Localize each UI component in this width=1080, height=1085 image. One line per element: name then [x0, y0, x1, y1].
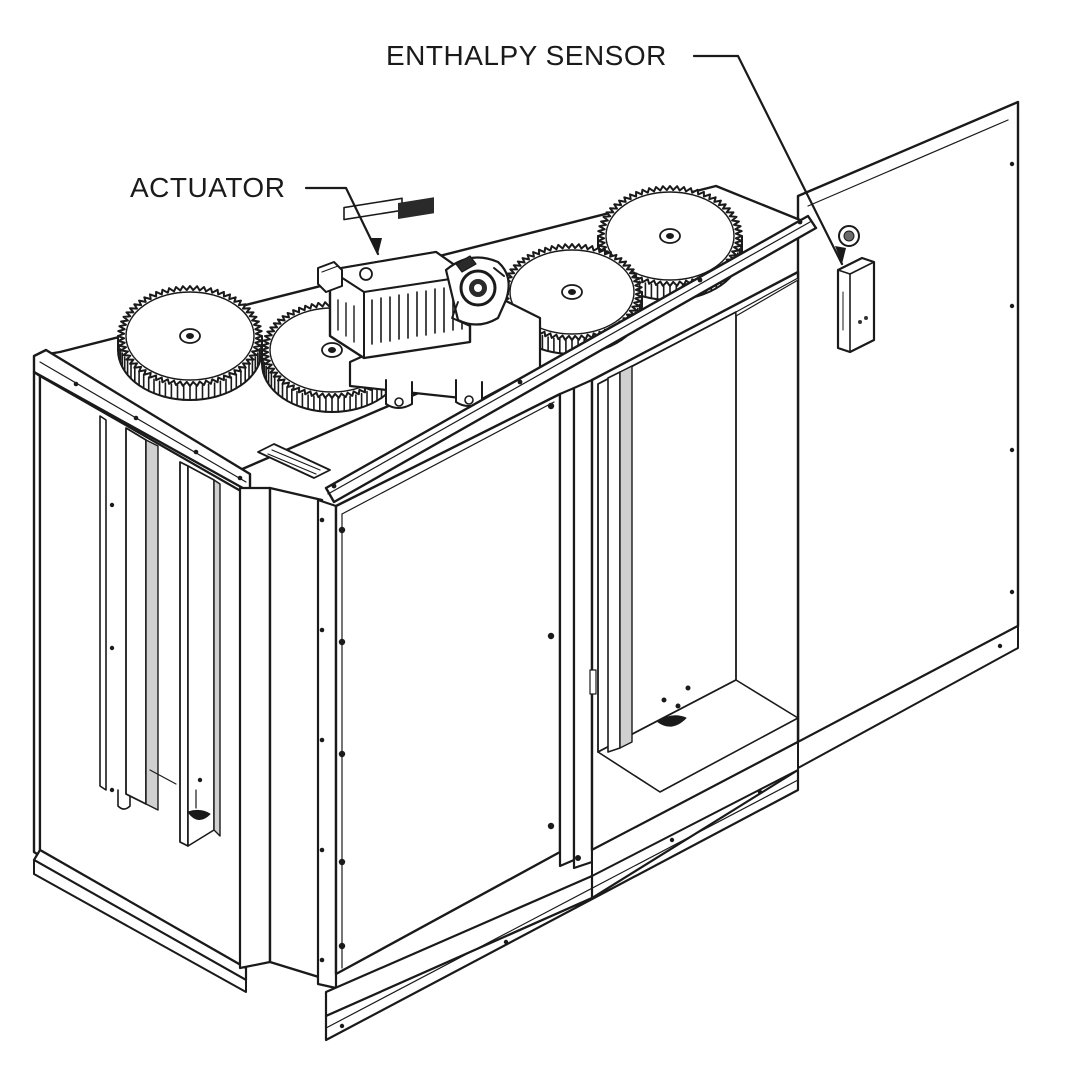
actuator-label: ACTUATOR	[130, 172, 286, 203]
gear-1	[117, 285, 263, 401]
enthalpy-sensor	[836, 225, 876, 354]
back-panel	[796, 100, 1020, 769]
enthalpy-sensor-label: ENTHALPY SENSOR	[386, 40, 667, 71]
front-top-rail	[324, 214, 818, 504]
bottom-rail	[324, 768, 800, 1042]
left-duct-frame	[32, 370, 272, 982]
right-post	[558, 378, 594, 870]
damper-gears	[117, 185, 743, 413]
right-duct-opening	[589, 270, 800, 877]
actuator-body	[317, 197, 542, 409]
actuator-leader	[304, 186, 380, 256]
top-label-plate	[257, 443, 331, 479]
enthalpy-sensor-leader	[692, 54, 844, 266]
callout-leaders	[304, 54, 846, 266]
left-top-lip	[32, 348, 252, 494]
left-bottom-lip	[33, 859, 247, 993]
middle-post	[268, 486, 338, 990]
